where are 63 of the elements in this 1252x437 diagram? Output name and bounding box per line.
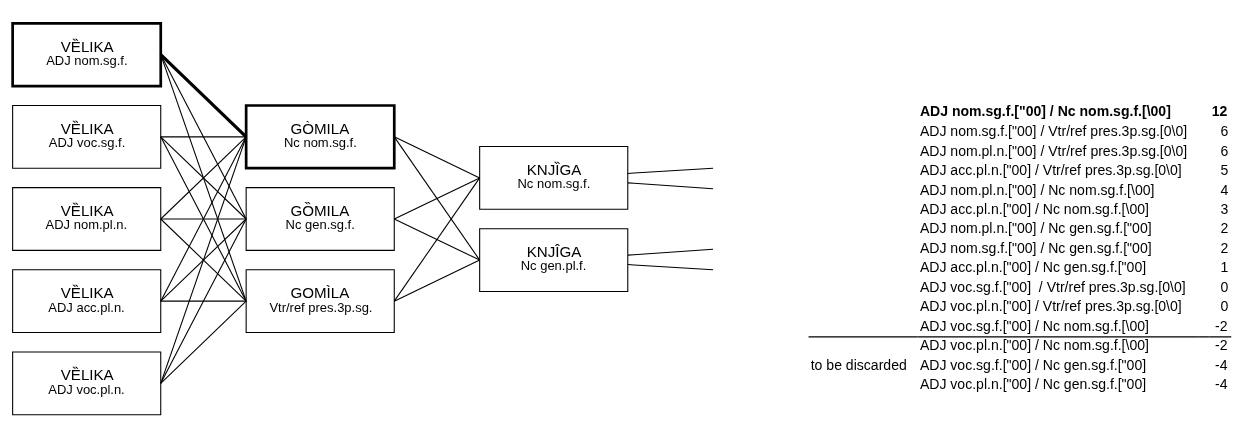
label: ADJ nom.pl.n.["00] / Vtr/ref pres.3p.sg.[0\0]: [919, 142, 1188, 159]
connector: [160, 53, 247, 220]
label: 3: [1220, 200, 1229, 217]
label: -4: [1215, 356, 1228, 373]
label: -2: [1215, 336, 1228, 353]
node-box: KNJÎGA Nc gen.pl.f.: [479, 227, 629, 292]
label: ADJ voc.pl.n.["00] / Nc nom.sg.f.[\00]: [919, 336, 1149, 353]
connector: [393, 135, 481, 178]
label: ADJ voc.pl.n.["00] / Vtr/ref pres.3p.sg.[0\0]: [919, 297, 1182, 314]
connector: [627, 263, 714, 270]
connector: [627, 167, 714, 174]
node-box: GÒMILA Nc nom.sg.f.: [244, 103, 396, 170]
label: 6: [1220, 122, 1229, 139]
label: ADJ nom.pl.n.["00] / Nc nom.sg.f.[\00]: [919, 181, 1155, 198]
connector: [160, 135, 247, 384]
node-box: GȌMILA Nc gen.sg.f.: [245, 186, 395, 251]
label: to be discarded: [810, 356, 907, 373]
connector: [160, 135, 247, 302]
label: 6: [1220, 142, 1229, 159]
connector: [627, 181, 714, 189]
connector: [393, 176, 481, 302]
label: ADJ acc.pl.n.["00] / Vtr/ref pres.3p.sg.[0\0]: [919, 161, 1182, 178]
connector: [393, 217, 481, 261]
label: 2: [1220, 239, 1229, 256]
label: 4: [1220, 181, 1229, 198]
connector: [160, 53, 247, 302]
connector: [160, 135, 247, 137]
node-box: GOMÌLA Vtr/ref pres.3p.sg.: [245, 268, 395, 333]
connector: [160, 217, 247, 220]
label: 1: [1220, 258, 1229, 275]
connector: [393, 259, 481, 302]
label: 0: [1220, 278, 1229, 295]
label: -4: [1215, 375, 1228, 392]
connector: [160, 300, 247, 384]
node-box: VȄLIKA ADJ nom.sg.f.: [11, 21, 163, 87]
connector: [393, 176, 481, 220]
label: ADJ nom.sg.f.["00] / Nc nom.sg.f.[\00]: [919, 102, 1171, 119]
label: ADJ voc.sg.f.["00] / Nc gen.sg.f.["00]: [919, 356, 1147, 373]
label: ADJ nom.pl.n.["00] / Nc gen.sg.f.["00]: [919, 219, 1152, 236]
label: ADJ voc.sg.f.["00] / Nc nom.sg.f.[\00]: [919, 317, 1149, 334]
label: ADJ acc.pl.n.["00] / Nc nom.sg.f.[\00]: [919, 200, 1149, 217]
label: -2: [1215, 317, 1228, 334]
connector: [393, 135, 481, 261]
node-box: VȄLIKA ADJ voc.pl.n.: [12, 350, 162, 415]
label: 0: [1220, 297, 1229, 314]
node-box: VȄLIKA ADJ acc.pl.n.: [12, 268, 162, 333]
label: ADJ acc.pl.n.["00] / Nc gen.sg.f.["00]: [919, 258, 1147, 275]
connector: [159, 53, 248, 138]
connector: [160, 300, 247, 302]
label: ADJ nom.sg.f.["00] / Nc gen.sg.f.["00]: [919, 239, 1152, 256]
label: 2: [1220, 219, 1229, 236]
connector: [160, 217, 247, 384]
connector: [627, 248, 714, 256]
connector: [160, 217, 247, 302]
node-box: KNJȈGA Nc nom.sg.f.: [479, 145, 629, 210]
node-box: VȄLIKA ADJ nom.pl.n.: [12, 186, 162, 251]
label: 12: [1211, 102, 1228, 119]
label: 5: [1220, 161, 1229, 178]
node-box: VȄLIKA ADJ voc.sg.f.: [12, 104, 162, 169]
label: ADJ nom.sg.f.["00] / Vtr/ref pres.3p.sg.[0\0]: [919, 122, 1188, 139]
connector: [160, 135, 247, 220]
label: ADJ voc.sg.f.["00] / Vtr/ref pres.3p.sg.[0\0]: [919, 278, 1186, 295]
label: ADJ voc.pl.n.["00] / Nc gen.sg.f.["00]: [919, 375, 1147, 392]
